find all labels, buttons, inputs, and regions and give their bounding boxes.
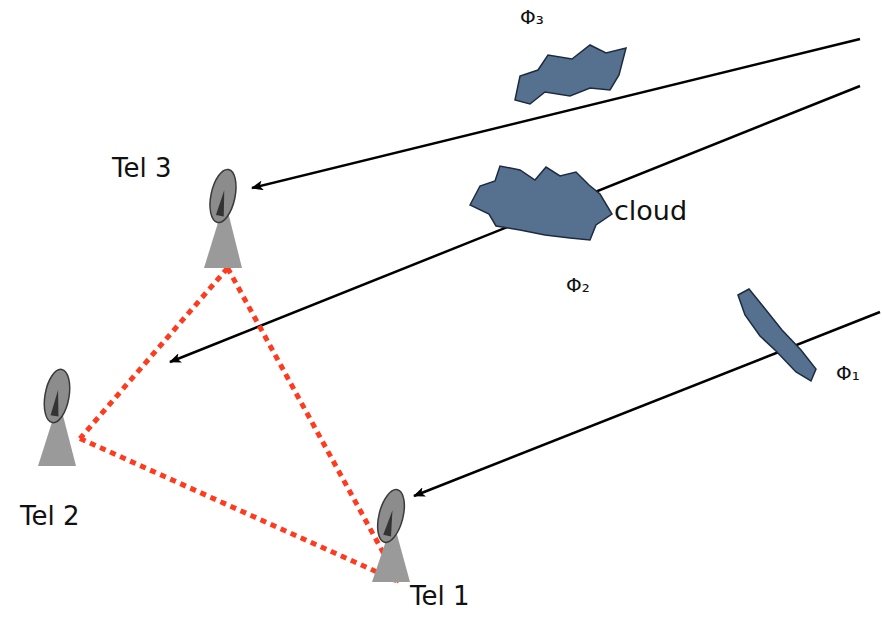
telescope: Tel 2: [34, 368, 80, 466]
cloud-label: cloud: [614, 196, 687, 226]
telescope-dish: [206, 167, 241, 225]
cloud-shape: [470, 166, 612, 240]
telescope-label: Tel 3: [112, 154, 172, 183]
telescope-feed: [216, 190, 229, 217]
baseline-connector: [80, 268, 228, 439]
telescope-dish: [40, 367, 73, 424]
telescope-feed: [51, 390, 63, 417]
light-ray: [252, 39, 860, 188]
telescope-icon: [34, 368, 80, 466]
telescope-icon: [200, 168, 246, 268]
telescope-label: Tel 1: [410, 582, 470, 611]
cloud-shape: [738, 289, 816, 381]
telescope-dish: [373, 487, 409, 545]
phase-label: Φ₃: [520, 6, 544, 28]
cloud-shape: [515, 45, 626, 104]
light-ray: [414, 312, 880, 496]
telescope: Tel 1: [368, 488, 414, 582]
telescope-icon: [368, 488, 414, 582]
telescope: Tel 3: [200, 168, 246, 268]
baseline-connector: [228, 268, 400, 582]
telescope-label: Tel 2: [20, 502, 80, 531]
phase-label: Φ₂: [566, 274, 590, 296]
phase-label: Φ₁: [836, 362, 860, 384]
telescope-feed: [383, 509, 397, 536]
baseline-connector: [80, 439, 399, 582]
